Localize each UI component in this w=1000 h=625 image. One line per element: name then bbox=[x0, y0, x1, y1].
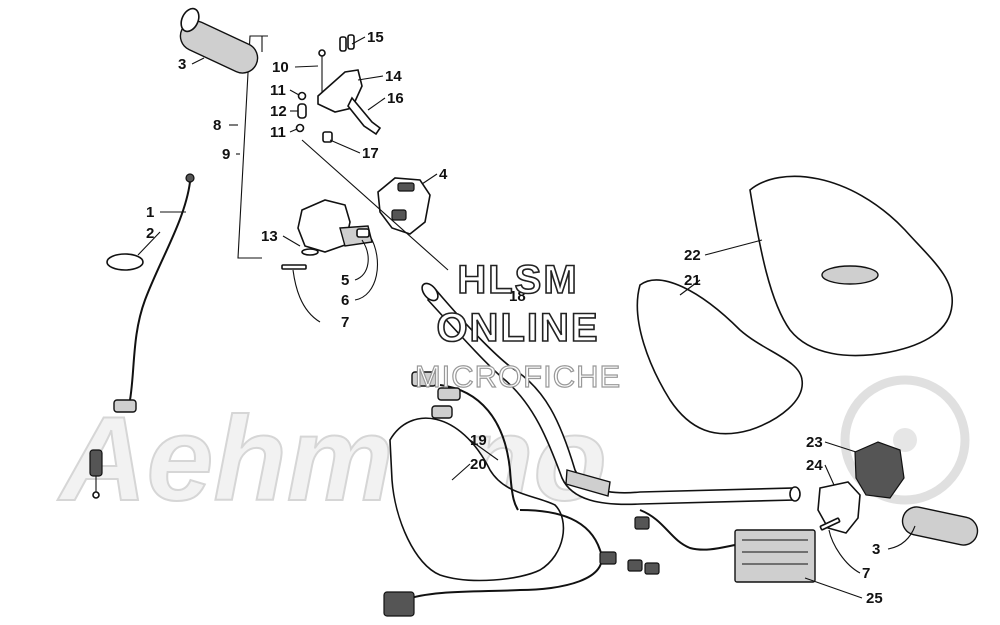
callout-25: 25 bbox=[866, 590, 883, 607]
watermark-hlsm: HLSM ONLINE MICROFICHE bbox=[414, 257, 621, 394]
callout-10: 10 bbox=[272, 59, 289, 76]
watermark-brand: Aehmeno bbox=[56, 375, 970, 527]
callout-13: 13 bbox=[261, 228, 278, 245]
callout-15: 15 bbox=[367, 29, 384, 46]
callout-22: 22 bbox=[684, 247, 701, 264]
callout-3-right: 3 bbox=[872, 541, 880, 558]
callout-17: 17 bbox=[362, 145, 379, 162]
callout-8: 8 bbox=[213, 117, 221, 134]
heater-element bbox=[734, 529, 816, 583]
callout-19: 19 bbox=[470, 432, 487, 449]
right-grip bbox=[901, 506, 979, 546]
callout-7-left: 7 bbox=[341, 314, 349, 331]
throttle-cable bbox=[89, 173, 195, 499]
callout-18: 18 bbox=[509, 288, 526, 305]
callout-11-top: 11 bbox=[270, 82, 286, 99]
left-switch-housing bbox=[281, 199, 373, 270]
callout-11-bottom: 11 bbox=[270, 124, 286, 141]
callout-4: 4 bbox=[439, 166, 448, 183]
throttle-lever-assembly bbox=[295, 34, 382, 143]
watermark-line2: ONLINE bbox=[436, 306, 599, 350]
callout-6: 6 bbox=[341, 292, 349, 309]
callout-9: 9 bbox=[222, 146, 230, 163]
callout-5: 5 bbox=[341, 272, 349, 289]
callout-23: 23 bbox=[806, 434, 823, 451]
callout-1: 1 bbox=[146, 204, 154, 221]
right-hand-guard-22 bbox=[749, 175, 953, 357]
callout-21: 21 bbox=[684, 272, 701, 289]
callout-3-left: 3 bbox=[178, 56, 186, 73]
wire-harness bbox=[383, 509, 736, 617]
watermark-line1: HLSM bbox=[457, 258, 578, 302]
watermark-brand-text: Aehmeno bbox=[57, 392, 607, 526]
right-hand-guard-21 bbox=[636, 279, 803, 435]
callout-16: 16 bbox=[387, 90, 404, 107]
callout-14: 14 bbox=[385, 68, 402, 85]
callouts: 15 3 10 14 11 16 12 8 11 9 17 4 1 2 13 2… bbox=[146, 29, 883, 607]
callout-12: 12 bbox=[270, 103, 287, 120]
bracket-lines bbox=[237, 35, 268, 259]
watermark-line3: MICROFICHE bbox=[415, 359, 621, 394]
right-switch-housing bbox=[817, 441, 905, 534]
left-hand-guard bbox=[389, 371, 565, 582]
brake-housing bbox=[377, 177, 431, 235]
handlebar bbox=[421, 282, 801, 506]
left-grip bbox=[179, 7, 259, 74]
callout-7-right: 7 bbox=[862, 565, 870, 582]
leader-lines bbox=[137, 36, 916, 599]
callout-20: 20 bbox=[470, 456, 487, 473]
callout-2: 2 bbox=[146, 225, 154, 242]
callout-24: 24 bbox=[806, 457, 823, 474]
